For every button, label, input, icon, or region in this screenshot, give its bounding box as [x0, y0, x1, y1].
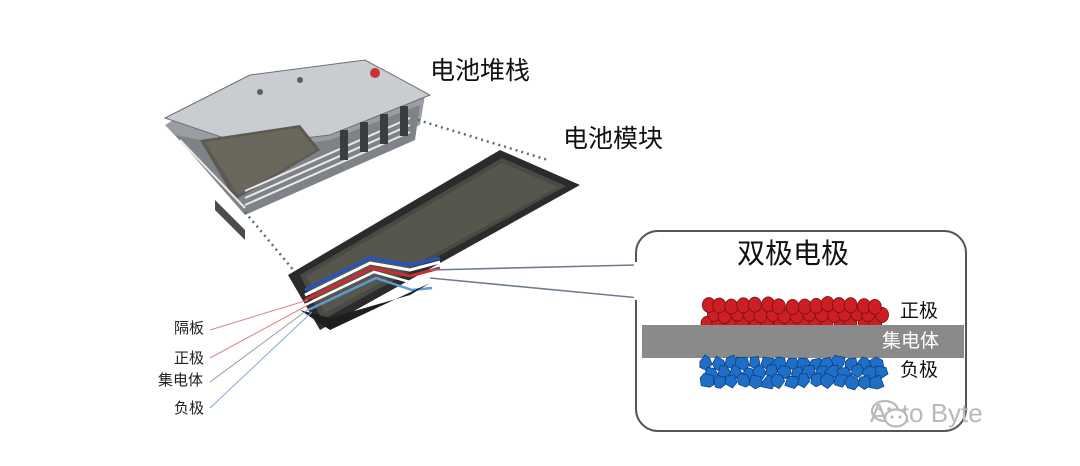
negative-particle	[797, 373, 811, 389]
positive-particle	[747, 296, 762, 313]
negative-particle	[834, 374, 849, 388]
callout-positive-label: 正极	[900, 300, 939, 322]
negative-particle	[713, 375, 729, 389]
collector-bar	[642, 325, 964, 358]
negative-particle	[843, 374, 861, 391]
callout-pointer	[429, 264, 641, 299]
callout-collector-label: 集电体	[882, 330, 940, 352]
negative-particle	[748, 374, 764, 390]
watermark: Auto Byte	[870, 398, 983, 429]
positive-particle	[785, 299, 800, 315]
negative-particle	[851, 363, 866, 378]
positive-particle	[771, 298, 786, 315]
collector-label: 集电体	[158, 371, 204, 389]
positive-particle	[832, 297, 846, 313]
positive-particle	[724, 298, 739, 315]
stack-label: 电池堆栈	[430, 56, 531, 85]
negative-particle	[819, 372, 835, 390]
negative-label: 负极	[174, 399, 205, 417]
callout-title: 双极电极	[737, 237, 850, 270]
wechat-icon	[870, 399, 909, 428]
positive-label: 正极	[174, 349, 205, 367]
negative-particle	[857, 375, 872, 390]
negative-particle	[869, 374, 885, 390]
negative-particles	[699, 354, 889, 391]
module-label: 电池模块	[563, 124, 664, 153]
battery-module-illustration	[288, 150, 580, 330]
negative-particle	[770, 373, 786, 390]
layer-leader-lines	[209, 299, 313, 409]
positive-particle	[736, 297, 751, 314]
separator-label: 隔板	[174, 319, 205, 337]
positive-particle	[797, 298, 812, 315]
negative-particle	[810, 373, 823, 388]
positive-particle	[712, 297, 727, 314]
negative-particle	[784, 375, 801, 390]
positive-particle	[843, 297, 858, 314]
negative-particle	[699, 373, 715, 388]
battery-stack-illustration	[163, 59, 432, 240]
positive-particle	[867, 298, 882, 315]
stack-to-module-connectors	[244, 118, 549, 273]
positive-particle	[809, 298, 824, 314]
callout-negative-label: 负极	[900, 359, 939, 381]
negative-particle	[724, 374, 738, 389]
negative-particle	[736, 373, 752, 388]
